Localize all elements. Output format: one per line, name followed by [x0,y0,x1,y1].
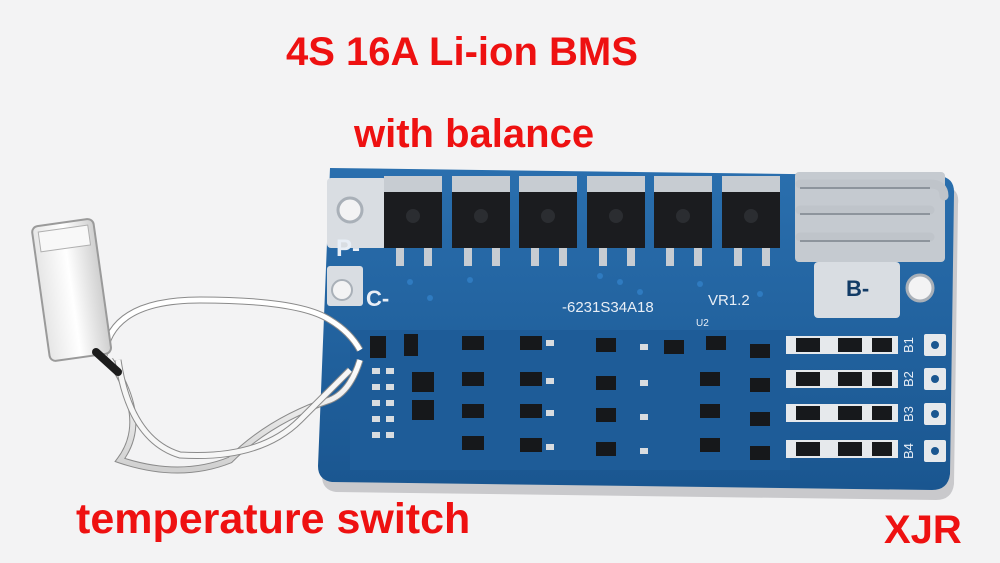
pin-b1-label: B1 [901,337,916,353]
mosfet-row [384,176,780,248]
product-subtitle: with balance [354,112,595,156]
pad-p-label: P- [336,235,360,262]
product-title: 4S 16A Li-ion BMS [286,30,638,74]
balance-resistors [786,336,898,458]
sensor-caption: temperature switch [76,495,471,543]
shunt-resistors [795,179,949,242]
temperature-switch [31,218,364,474]
part-number: -6231S34A18 [562,299,654,316]
brand-mark: XJR [884,508,962,552]
pcb-board: P- C- B- -6231S34A18 VR1.2 [318,168,955,490]
ic-label: U2 [696,318,709,329]
pad-b-minus [814,262,900,318]
board-version: VR1.2 [708,292,750,309]
pin-b4-label: B4 [901,443,916,459]
pad-b-label: B- [846,276,869,301]
mount-hole-left [336,196,364,224]
pad-c-label: C- [366,286,389,311]
pin-b2-label: B2 [901,371,916,387]
control-components [350,330,790,470]
mount-hole-right [905,273,935,303]
pin-b3-label: B3 [901,406,916,422]
